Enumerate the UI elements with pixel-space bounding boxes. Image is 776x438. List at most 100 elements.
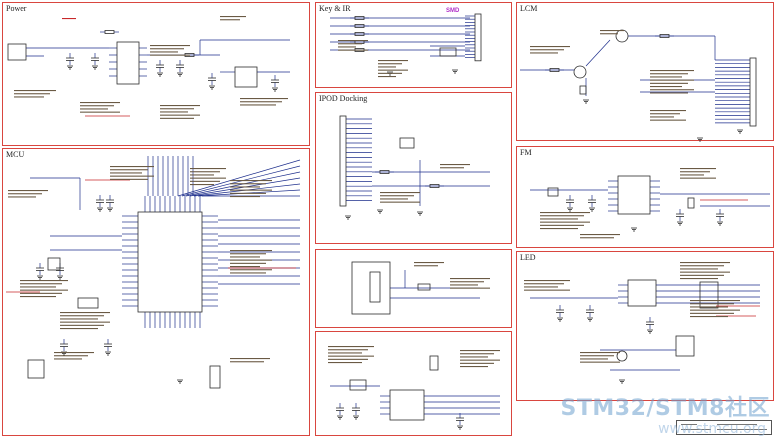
- part-annotation: [190, 174, 214, 176]
- debug-header: [209, 365, 221, 389]
- part-annotation: [530, 49, 564, 51]
- lcm-connector: [749, 57, 757, 127]
- part-annotation: [14, 90, 56, 92]
- audio-jack: [351, 261, 391, 315]
- part-annotation: [680, 268, 718, 270]
- part-annotation: [690, 312, 734, 314]
- codec-ic: [389, 389, 425, 421]
- part-annotation: [378, 69, 408, 71]
- panel-title-fm: FM: [520, 148, 532, 157]
- part-annotation: [230, 180, 272, 182]
- components: [7, 13, 757, 430]
- part-annotation: [540, 212, 590, 214]
- panel-title-ipod: IPOD Docking: [319, 94, 368, 103]
- part-annotation: [414, 262, 444, 264]
- part-annotation: [80, 105, 114, 107]
- part-annotation: [680, 265, 724, 267]
- highlighted-nets: [6, 115, 760, 317]
- part-annotation: [190, 171, 220, 173]
- part-annotation: [230, 250, 272, 252]
- part-annotation: [338, 49, 368, 51]
- part-annotation: [20, 286, 56, 288]
- part-annotation: [60, 312, 110, 314]
- wires: [26, 15, 770, 425]
- connector: [474, 13, 482, 62]
- part-annotation: [20, 280, 68, 282]
- part-annotation: [650, 82, 688, 84]
- header: [77, 297, 99, 309]
- part-annotation: [580, 237, 614, 239]
- resistor: [354, 16, 365, 20]
- led-driver-ic: [627, 279, 657, 307]
- part-annotation: [80, 108, 108, 110]
- part-annotation: [230, 192, 266, 194]
- part-annotation: [600, 33, 618, 35]
- watermark-logo: STM32/STM8社区: [560, 396, 770, 421]
- part-annotation: [580, 352, 620, 354]
- part-annotation: [650, 86, 682, 88]
- part-annotation: [650, 73, 688, 75]
- resistor: [429, 184, 440, 188]
- part-annotation: [54, 355, 88, 357]
- resistor: [379, 170, 390, 174]
- part-annotation: [54, 352, 94, 354]
- part-annotation: [160, 111, 188, 113]
- dock-switch: [399, 137, 415, 149]
- filter: [417, 283, 431, 291]
- part-annotation: [20, 283, 62, 285]
- part-annotation: [338, 40, 368, 42]
- resistor: [104, 30, 115, 34]
- dock-connector: [339, 115, 347, 207]
- part-annotation: [190, 180, 220, 182]
- resistor: [549, 68, 560, 72]
- mcu-ic: [137, 211, 203, 313]
- part-annotation: [190, 177, 226, 179]
- part-annotation: [690, 306, 728, 308]
- fm-tuner-ic: [617, 175, 651, 215]
- part-annotation: [338, 46, 356, 48]
- part-annotation: [580, 358, 608, 360]
- part-annotation: [230, 266, 260, 268]
- part-annotation: [160, 114, 200, 116]
- reset-switch: [27, 359, 45, 379]
- part-annotation: [110, 178, 148, 180]
- part-annotation: [380, 201, 420, 203]
- part-annotation: [60, 328, 98, 330]
- crystal: [349, 379, 367, 391]
- part-annotation: [60, 324, 104, 326]
- part-annotation: [600, 30, 624, 32]
- part-annotation: [460, 353, 494, 355]
- part-annotation: [690, 309, 740, 311]
- part-annotation: [650, 113, 680, 115]
- panel-fm: FM: [516, 146, 774, 248]
- part-annotation: [150, 54, 190, 56]
- dc-jack: [7, 43, 27, 61]
- part-annotation: [460, 350, 500, 352]
- part-annotation: [690, 303, 734, 305]
- part-annotation: [650, 79, 694, 81]
- part-annotation: [540, 221, 590, 223]
- part-annotation: [80, 111, 120, 113]
- part-annotation: [440, 167, 464, 169]
- part-annotation: [190, 184, 214, 186]
- part-annotation: [20, 292, 62, 294]
- part-annotation: [220, 16, 246, 18]
- regulator-ic: [116, 41, 140, 85]
- part-annotation: [328, 362, 362, 364]
- part-annotation: [110, 166, 154, 168]
- part-annotation: [680, 262, 730, 264]
- part-annotation: [450, 284, 478, 286]
- part-annotation: [580, 234, 620, 236]
- part-annotation: [680, 168, 716, 170]
- part-annotation: [650, 119, 686, 121]
- part-annotation: [650, 110, 686, 112]
- panel-title-lcm: LCM: [520, 4, 538, 13]
- part-annotation: [328, 352, 362, 354]
- part-annotation: [460, 359, 500, 361]
- part-annotation: [690, 316, 728, 318]
- part-annotation: [680, 171, 710, 173]
- part-annotation: [220, 19, 240, 21]
- panel-title-key-ir: Key & IR: [319, 4, 351, 13]
